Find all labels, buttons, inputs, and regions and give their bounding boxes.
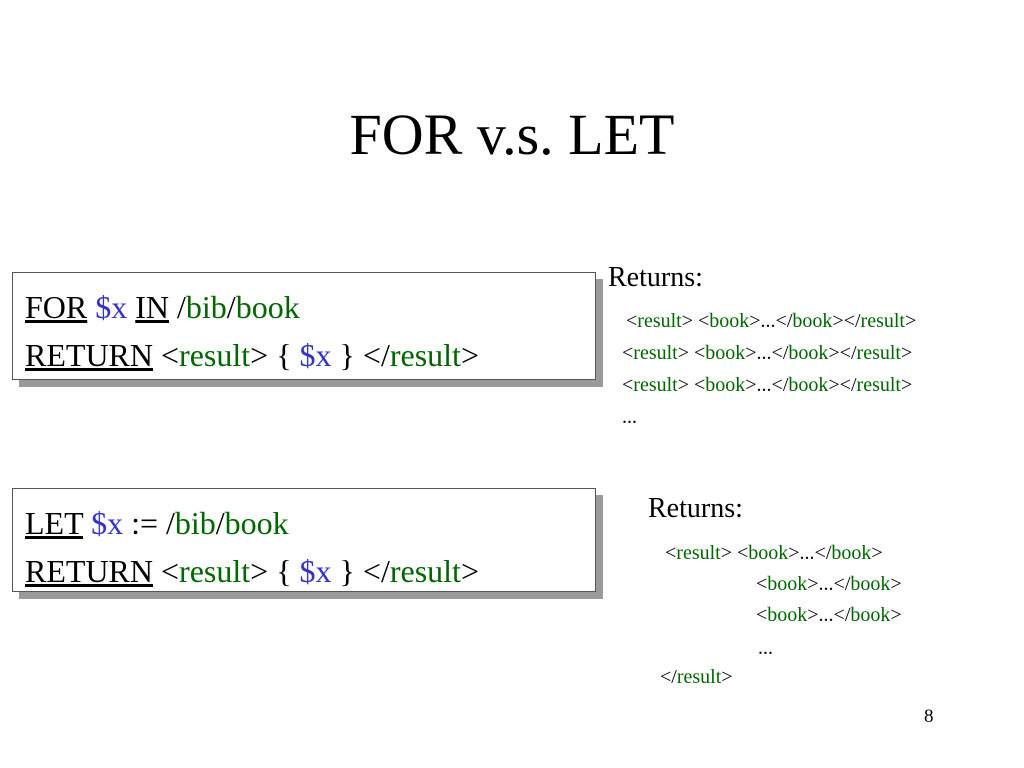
return-variable: $x [299, 553, 332, 589]
tag-punct: } </ [331, 337, 390, 373]
slide-title: FOR v.s. LET [349, 102, 675, 167]
for-return-line: RETURN <result> { $x } </result> [25, 331, 595, 379]
for-result-row: <result> <book>...</book></result> [626, 310, 917, 332]
result-tag: result [179, 553, 251, 589]
let-book-row: <book>...</book> [756, 604, 902, 626]
result-close-tag: result [389, 337, 461, 373]
let-result-close-row: </result> [660, 666, 733, 688]
for-keyword: FOR [25, 289, 88, 325]
let-returns-label: Returns: [648, 493, 743, 524]
return-variable: $x [299, 337, 332, 373]
result-tag: result [179, 337, 251, 373]
path-slash: / [177, 289, 186, 325]
let-result-open-row: <result> <book>...</book> [665, 542, 883, 564]
for-result-row: <result> <book>...</book></result> [622, 374, 913, 396]
let-variable: $x [91, 505, 124, 541]
result-close-tag: result [389, 553, 461, 589]
let-book-row: <book>...</book> [756, 573, 902, 595]
for-variable: $x [95, 289, 128, 325]
path-slash: / [226, 289, 236, 325]
tag-punct: > [460, 337, 479, 373]
tag-punct: < [161, 337, 180, 373]
in-keyword: IN [135, 289, 170, 325]
path-bib: bib [185, 289, 227, 325]
path-book: book [235, 289, 300, 325]
tag-punct: } </ [331, 553, 390, 589]
page-number: 8 [924, 706, 934, 727]
tag-punct: > [460, 553, 479, 589]
for-line: FOR $x IN /bib/book [25, 283, 595, 331]
let-return-line: RETURN <result> { $x } </result> [25, 547, 595, 595]
tag-punct: > { [250, 337, 300, 373]
for-query-box: FOR $x IN /bib/book RETURN <result> { $x… [12, 272, 596, 380]
path-bib: bib [174, 505, 216, 541]
for-returns-label: Returns: [608, 262, 703, 293]
assign-operator: := / [123, 505, 175, 541]
let-result-ellipsis: ... [758, 637, 773, 659]
tag-punct: < [161, 553, 180, 589]
return-keyword: RETURN [25, 553, 153, 589]
path-book: book [224, 505, 289, 541]
return-keyword: RETURN [25, 337, 153, 373]
tag-punct: > { [250, 553, 300, 589]
let-keyword: LET [25, 505, 84, 541]
for-result-row: <result> <book>...</book></result> [622, 342, 913, 364]
for-result-ellipsis: ... [622, 406, 637, 428]
path-slash: / [215, 505, 225, 541]
let-line: LET $x := /bib/book [25, 499, 595, 547]
let-query-box: LET $x := /bib/book RETURN <result> { $x… [12, 488, 596, 592]
